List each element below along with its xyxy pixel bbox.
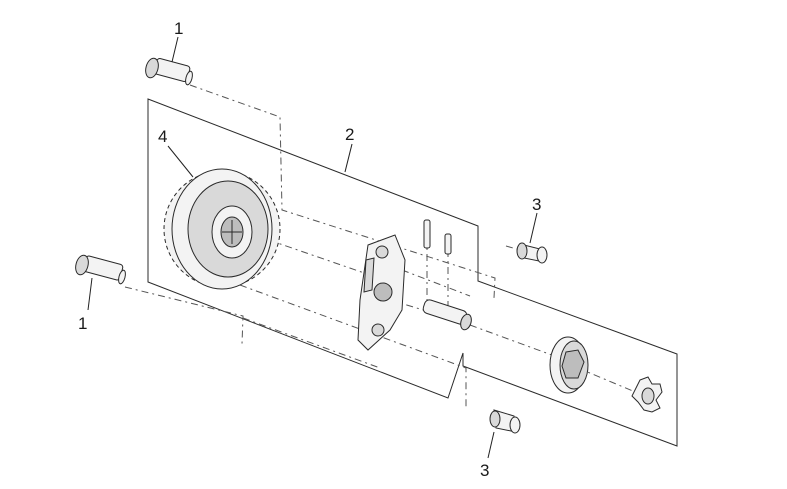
callout-bushing-bottom: 3 (480, 461, 489, 480)
dowel-pins (423, 219, 452, 255)
pump-shaft (422, 299, 472, 331)
callout-bolt-top: 1 (174, 19, 183, 38)
callout-gear: 4 (158, 127, 167, 146)
bolt-bottom (75, 254, 126, 285)
inner-rotor (631, 376, 663, 413)
bushing-bottom (489, 409, 521, 434)
callout-bushing-top: 3 (532, 195, 541, 214)
leader-lines (87, 36, 538, 459)
callout-bolt-bottom: 1 (78, 314, 87, 333)
drive-gear (163, 168, 281, 290)
callout-pump-assembly: 2 (345, 125, 354, 144)
bushing-top (516, 242, 548, 264)
bolt-top (145, 57, 193, 86)
assembly-boundary (147, 98, 678, 447)
pump-body (357, 234, 406, 351)
outer-rotor (549, 336, 589, 394)
